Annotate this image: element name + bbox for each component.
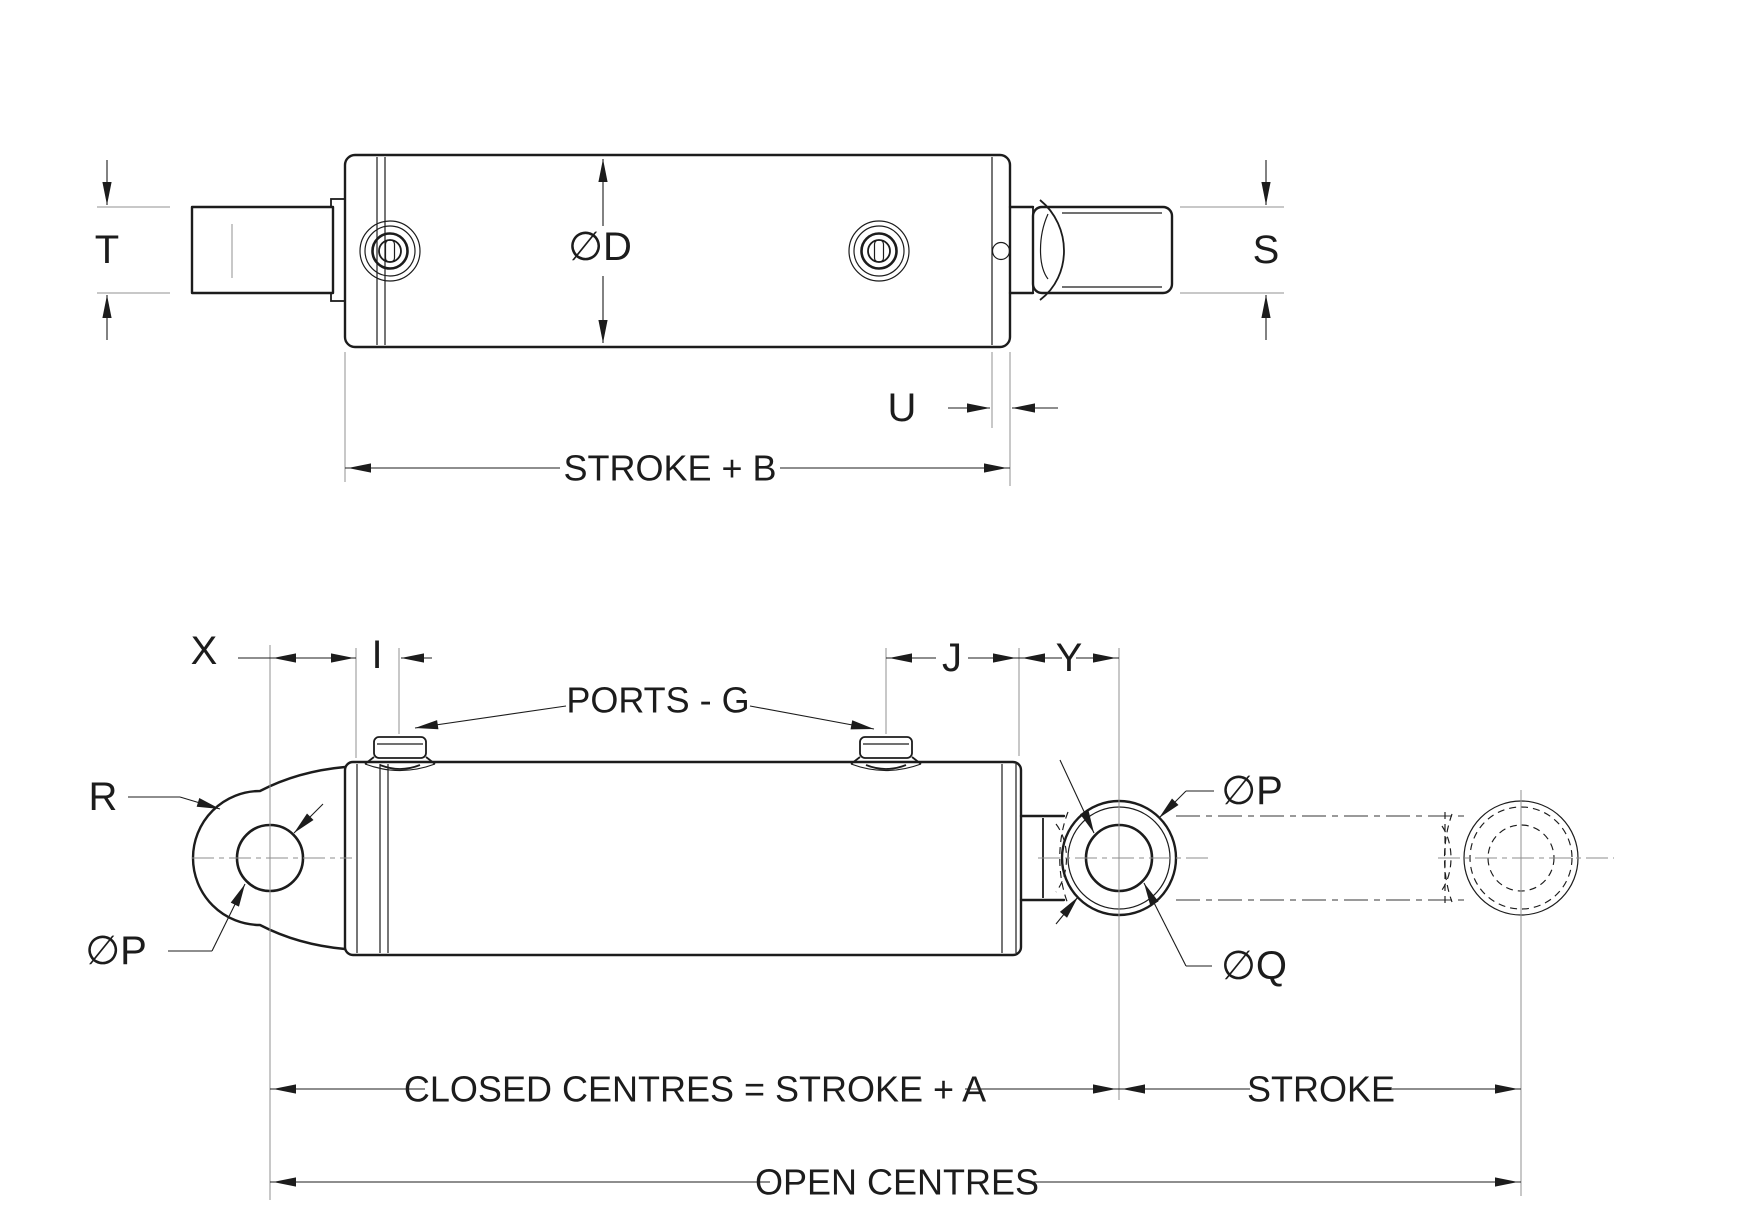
rod-eye-closed [1038,648,1208,1100]
dim-label-open: OPEN CENTRES [755,1162,1039,1203]
leader-q: ∅Q [1059,759,1287,988]
left-rod [190,205,335,295]
ports-callout: PORTS - G [414,680,875,730]
dim-d: ∅D [568,159,632,343]
leader-p-left: ∅P [85,803,324,973]
right-rod [1008,199,1174,301]
dim-label-t: T [95,228,119,272]
pin-hole [991,241,1011,261]
leader-p-right: ∅P [1055,769,1283,925]
dim-t: T [95,160,170,340]
dim-closed-centres: CLOSED CENTRES = STROKE + A [270,1069,1119,1110]
dim-label-stroke: STROKE [1247,1069,1395,1110]
dim-label-stroke-b: STROKE + B [563,448,776,489]
dim-stroke: STROKE [1119,1069,1521,1110]
port-top-view-left [359,220,421,282]
dim-label-p-right: ∅P [1221,769,1283,813]
dim-u: U [888,352,1058,486]
dim-stroke-b: STROKE + B [344,352,1010,489]
cylinder-body-bottom-view [343,760,1023,957]
dim-label-q: ∅Q [1221,944,1287,988]
dim-open-centres: OPEN CENTRES [270,1162,1521,1203]
dim-label-d: ∅D [568,225,632,269]
leader-r: R [89,775,221,819]
dim-label-i: I [371,633,382,677]
dim-j: J [885,636,1020,756]
ports-label: PORTS - G [566,680,749,721]
dim-label-u: U [888,386,917,430]
cylinder-body-top-view [343,153,1012,349]
dim-y: Y [1019,636,1119,680]
rod-stub [1019,814,1066,902]
port-boss-right [850,736,922,772]
bottom-view: R ∅P ∅P ∅Q [85,629,1614,1203]
dim-label-j: J [942,636,962,680]
port-boss-left [364,736,436,772]
dim-label-r: R [89,775,118,819]
rod-extended-phantom [1176,790,1614,1196]
port-top-view-right [848,220,910,282]
top-view: ∅D T S U [95,153,1284,489]
dim-i: I [368,633,432,734]
dim-label-y: Y [1056,636,1083,680]
dim-label-s: S [1253,228,1280,272]
dim-label-p-left: ∅P [85,929,147,973]
dim-label-x: X [191,629,218,673]
dim-label-closed: CLOSED CENTRES = STROKE + A [404,1069,986,1110]
dim-x: X [191,629,357,758]
dim-s: S [1180,160,1284,340]
